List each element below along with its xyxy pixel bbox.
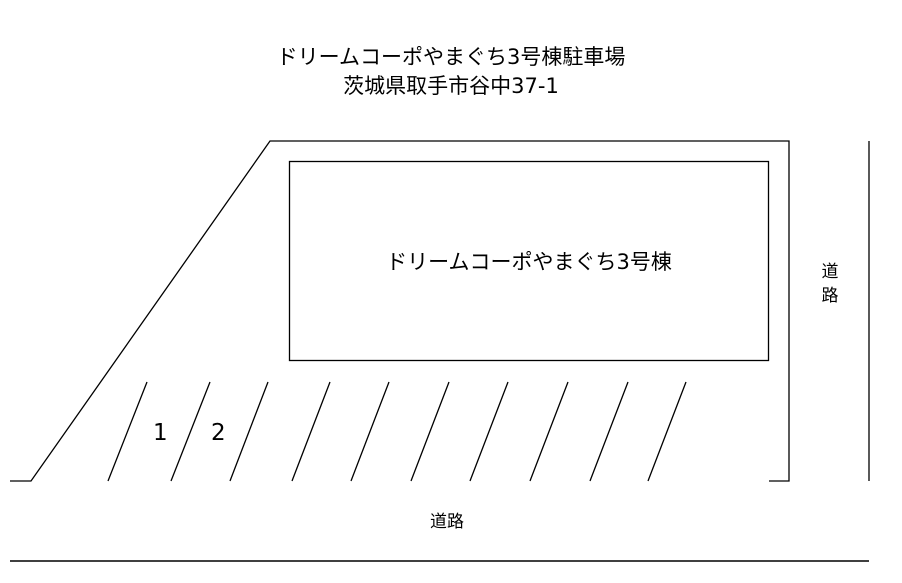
- lot-boundary: [10, 140, 790, 482]
- road-char: 道: [821, 262, 839, 282]
- road-label-bottom: 道路: [430, 512, 464, 532]
- page-title: ドリームコーポやまぐち3号棟駐車場: [276, 45, 626, 69]
- parking-slot-number: 1: [153, 420, 168, 446]
- address-line: 茨城県取手市谷中37-1: [343, 74, 559, 98]
- road-label-right: 道 路: [819, 260, 841, 308]
- building-label: ドリームコーポやまぐち3号棟: [386, 250, 672, 274]
- road-char: 路: [821, 286, 839, 306]
- parking-stall-dividers: [107, 381, 687, 482]
- parking-slot-number: 2: [211, 420, 226, 446]
- building-outline: [288, 160, 770, 362]
